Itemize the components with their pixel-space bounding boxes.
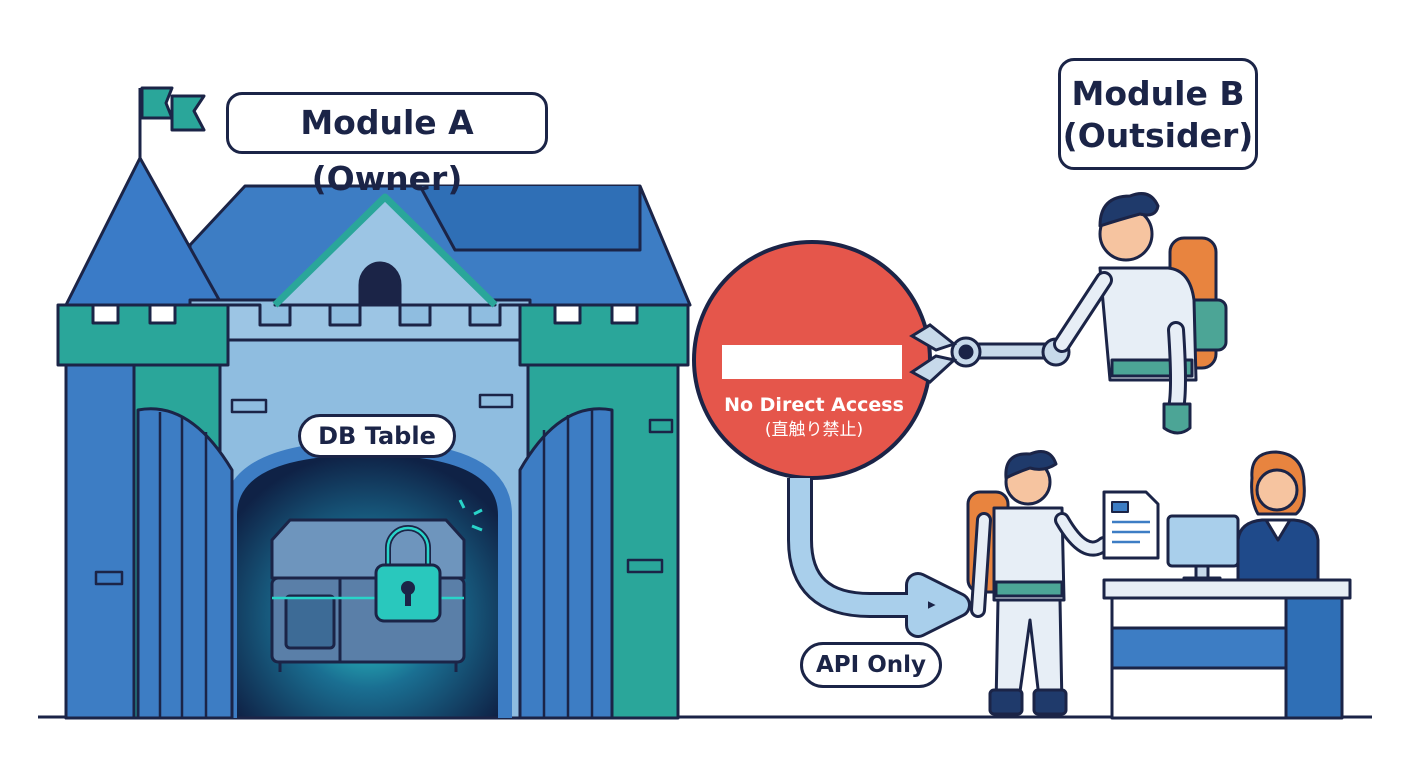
module-a-label: Module A (Owner) [226,92,548,198]
computer-monitor-icon [1166,514,1240,586]
padlock-icon [374,499,483,623]
document-icon [1102,490,1160,560]
astronaut-icon [966,450,1112,716]
sign-text-jp: (直触り禁止) [764,420,864,440]
db-table-label: DB Table [298,414,456,458]
arrow-icon [787,478,971,638]
astronaut-icon [1053,192,1228,435]
flag-icon [138,86,206,160]
api-only-label: API Only [800,642,942,688]
reception-desk-icon [1102,578,1352,720]
module-b-label-line1: Module B [1071,74,1245,113]
no-direct-access-text: No Direct Access (直触り禁止) [700,392,928,442]
module-b-label: Module B (Outsider) [1058,58,1258,170]
module-b-label-line2: (Outsider) [1062,116,1254,155]
no-entry-sign-icon [692,240,932,480]
sign-text-en: No Direct Access [724,394,904,416]
receptionist-icon [1236,450,1320,586]
robot-claw-arm-icon [909,323,1071,384]
